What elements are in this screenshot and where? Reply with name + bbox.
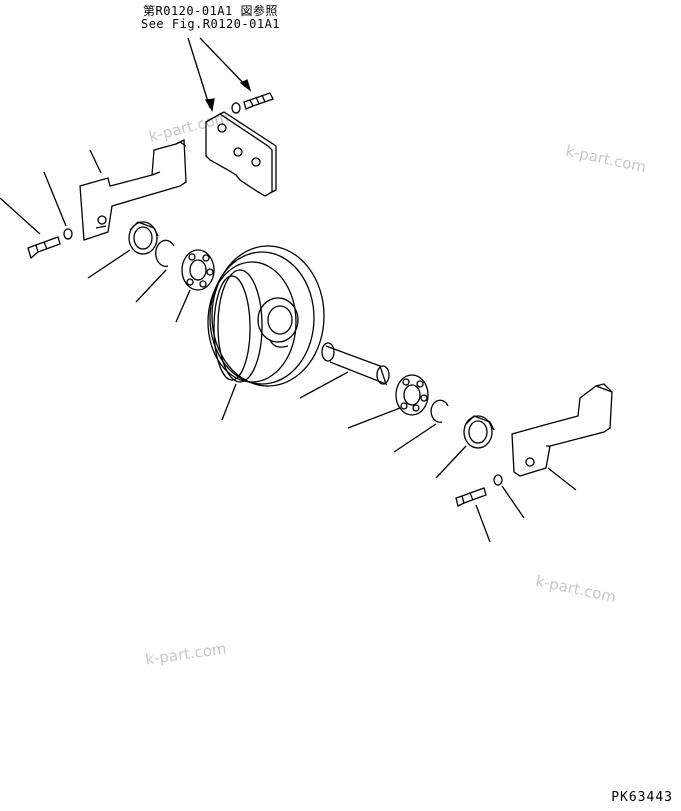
left-bracket — [80, 140, 186, 240]
left-snap-ring — [136, 240, 174, 302]
shaft — [300, 343, 389, 398]
left-bolt — [0, 198, 60, 258]
reference-arrows — [188, 38, 250, 110]
right-floating-seal — [436, 416, 494, 478]
leader-line — [502, 486, 524, 518]
leader-line — [44, 172, 66, 226]
figure-code: PK63443 — [611, 790, 673, 805]
reference-label-japanese: 第R0120-01A1 図参照 — [143, 4, 278, 18]
mount-bolt — [244, 93, 273, 109]
mount-washer — [232, 103, 240, 113]
reference-label-english: See Fig.R0120-01A1 — [140, 17, 281, 31]
mounting-plate — [206, 112, 276, 196]
right-washer — [494, 475, 502, 485]
right-bolt — [456, 488, 490, 542]
right-bracket — [512, 384, 612, 490]
left-floating-seal — [88, 222, 158, 278]
right-snap-ring — [394, 400, 448, 452]
right-bearing — [348, 375, 428, 428]
left-bearing — [176, 250, 214, 322]
idler-wheel — [208, 246, 324, 420]
left-washer — [64, 229, 72, 239]
